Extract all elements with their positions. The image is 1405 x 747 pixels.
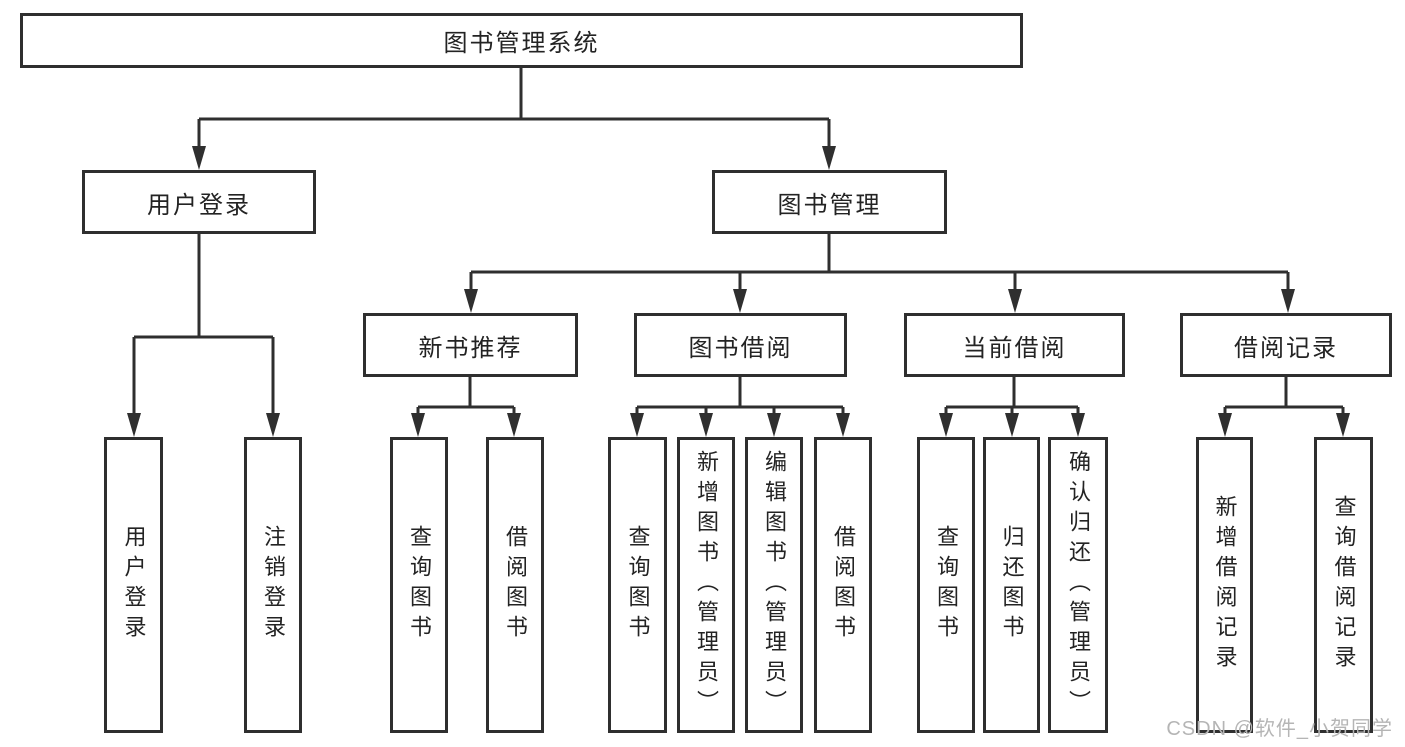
node-library-system: 图书管理系统 (20, 13, 1023, 68)
leaf-borrow-books-recommend: 借阅图书 (486, 437, 544, 733)
node-borrow-records: 借阅记录 (1180, 313, 1392, 377)
leaf-query-books-current: 查询图书 (917, 437, 975, 733)
arrowheads (127, 146, 1350, 437)
leaf-label: 查询借阅记录 (1331, 495, 1357, 675)
node-book-borrow: 图书借阅 (634, 313, 847, 377)
node-label: 当前借阅 (962, 334, 1067, 362)
leaf-add-book-admin: 新增图书（管理员） (677, 437, 735, 733)
csdn-watermark: CSDN @软件_小贺同学 (1166, 718, 1393, 740)
node-new-book-recommend: 新书推荐 (363, 313, 578, 377)
leaf-query-borrow-record: 查询借阅记录 (1314, 437, 1373, 733)
leaf-query-books-recommend: 查询图书 (390, 437, 448, 733)
leaf-confirm-return-admin: 确认归还（管理员） (1048, 437, 1108, 733)
leaf-user-login: 用户登录 (104, 437, 163, 733)
leaf-label: 查询图书 (934, 525, 959, 645)
leaf-label: 查询图书 (407, 525, 432, 645)
node-label: 新书推荐 (418, 334, 523, 362)
node-current-borrow: 当前借阅 (904, 313, 1125, 377)
node-book-management: 图书管理 (712, 170, 947, 234)
node-user-login: 用户登录 (82, 170, 316, 234)
leaf-label: 确认归还（管理员） (1066, 450, 1091, 720)
leaf-edit-book-admin: 编辑图书（管理员） (745, 437, 803, 733)
node-label: 用户登录 (147, 191, 251, 219)
leaf-label: 借阅图书 (831, 525, 856, 645)
leaf-label: 注销登录 (261, 525, 286, 645)
node-label: 图书借阅 (688, 334, 793, 362)
leaf-label: 编辑图书（管理员） (762, 450, 787, 720)
leaf-label: 查询图书 (625, 525, 651, 645)
leaf-label: 新增图书（管理员） (694, 450, 719, 720)
leaf-logout: 注销登录 (244, 437, 302, 733)
leaf-label: 归还图书 (999, 525, 1025, 645)
leaf-add-borrow-record: 新增借阅记录 (1196, 437, 1253, 733)
node-label: 图书管理 (777, 191, 882, 219)
leaf-label: 用户登录 (121, 525, 147, 645)
leaf-label: 借阅图书 (503, 525, 528, 645)
node-label: 图书管理系统 (443, 30, 600, 57)
leaf-borrow-books: 借阅图书 (814, 437, 872, 733)
node-label: 借阅记录 (1234, 334, 1338, 362)
leaf-query-books-borrow: 查询图书 (608, 437, 667, 733)
leaf-return-books: 归还图书 (983, 437, 1040, 733)
leaf-label: 新增借阅记录 (1212, 495, 1238, 675)
